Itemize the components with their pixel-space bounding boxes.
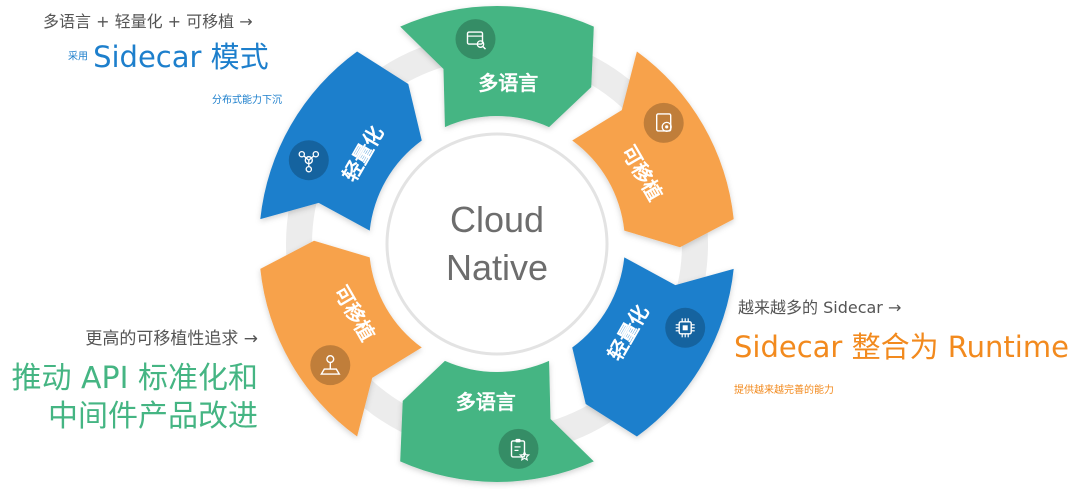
clipboard-star-icon bbox=[510, 438, 531, 462]
joystick-icon bbox=[320, 355, 341, 375]
center-line-1: Cloud bbox=[450, 199, 544, 240]
annotation-top-left-headline-row: 采用 Sidecar 模式 bbox=[68, 34, 269, 76]
settings-document-icon bbox=[656, 113, 672, 133]
segment-shape bbox=[400, 360, 594, 483]
segment-badge bbox=[498, 428, 539, 469]
segment-shape bbox=[572, 257, 734, 437]
browser-search-icon bbox=[466, 31, 487, 50]
annotation-bottom-left-headline2: 中间件产品改进 bbox=[48, 399, 258, 434]
annotation-top-left-headline: Sidecar 模式 bbox=[93, 40, 269, 74]
center-circle bbox=[385, 132, 609, 356]
chip-icon bbox=[675, 318, 695, 338]
center-line-2: Native bbox=[446, 247, 548, 288]
segment-badge bbox=[455, 19, 496, 60]
annotation-top-left-line1: 多语言 + 轻量化 + 可移植 → bbox=[43, 12, 253, 31]
segment-5: 可移植 bbox=[260, 240, 422, 437]
segment-shape bbox=[572, 51, 734, 248]
segment-4: 多语言 bbox=[400, 360, 594, 483]
segment-2: 可移植 bbox=[572, 51, 734, 248]
molecule-icon bbox=[298, 150, 320, 173]
annotation-right-sub: 提供越来越完善的能力 bbox=[734, 385, 834, 396]
annotation-top-left-prefix: 采用 bbox=[68, 51, 88, 63]
segment-3: 轻量化 bbox=[572, 257, 734, 437]
annotation-right-headline: Sidecar 整合为 Runtime bbox=[734, 330, 1069, 364]
segment-badge bbox=[665, 307, 706, 348]
annotation-bottom-left-line1: 更高的可移植性追求 → bbox=[85, 329, 258, 349]
segment-badge bbox=[643, 102, 684, 143]
segment-shape bbox=[260, 51, 422, 231]
segment-label: 多语言 bbox=[478, 71, 538, 95]
segment-label: 多语言 bbox=[456, 390, 516, 414]
segment-shape bbox=[400, 6, 594, 128]
segment-badge bbox=[288, 140, 329, 181]
annotation-bottom-left-headline1: 推动 API 标准化和 bbox=[11, 361, 258, 396]
annotation-right-line1: 越来越多的 Sidecar → bbox=[738, 298, 902, 317]
segment-6: 轻量化 bbox=[260, 51, 422, 231]
segment-badge bbox=[310, 345, 351, 386]
annotation-top-left-sub: 分布式能力下沉 bbox=[212, 95, 282, 106]
segment-1: 多语言 bbox=[400, 6, 594, 128]
segment-shape bbox=[260, 240, 422, 437]
